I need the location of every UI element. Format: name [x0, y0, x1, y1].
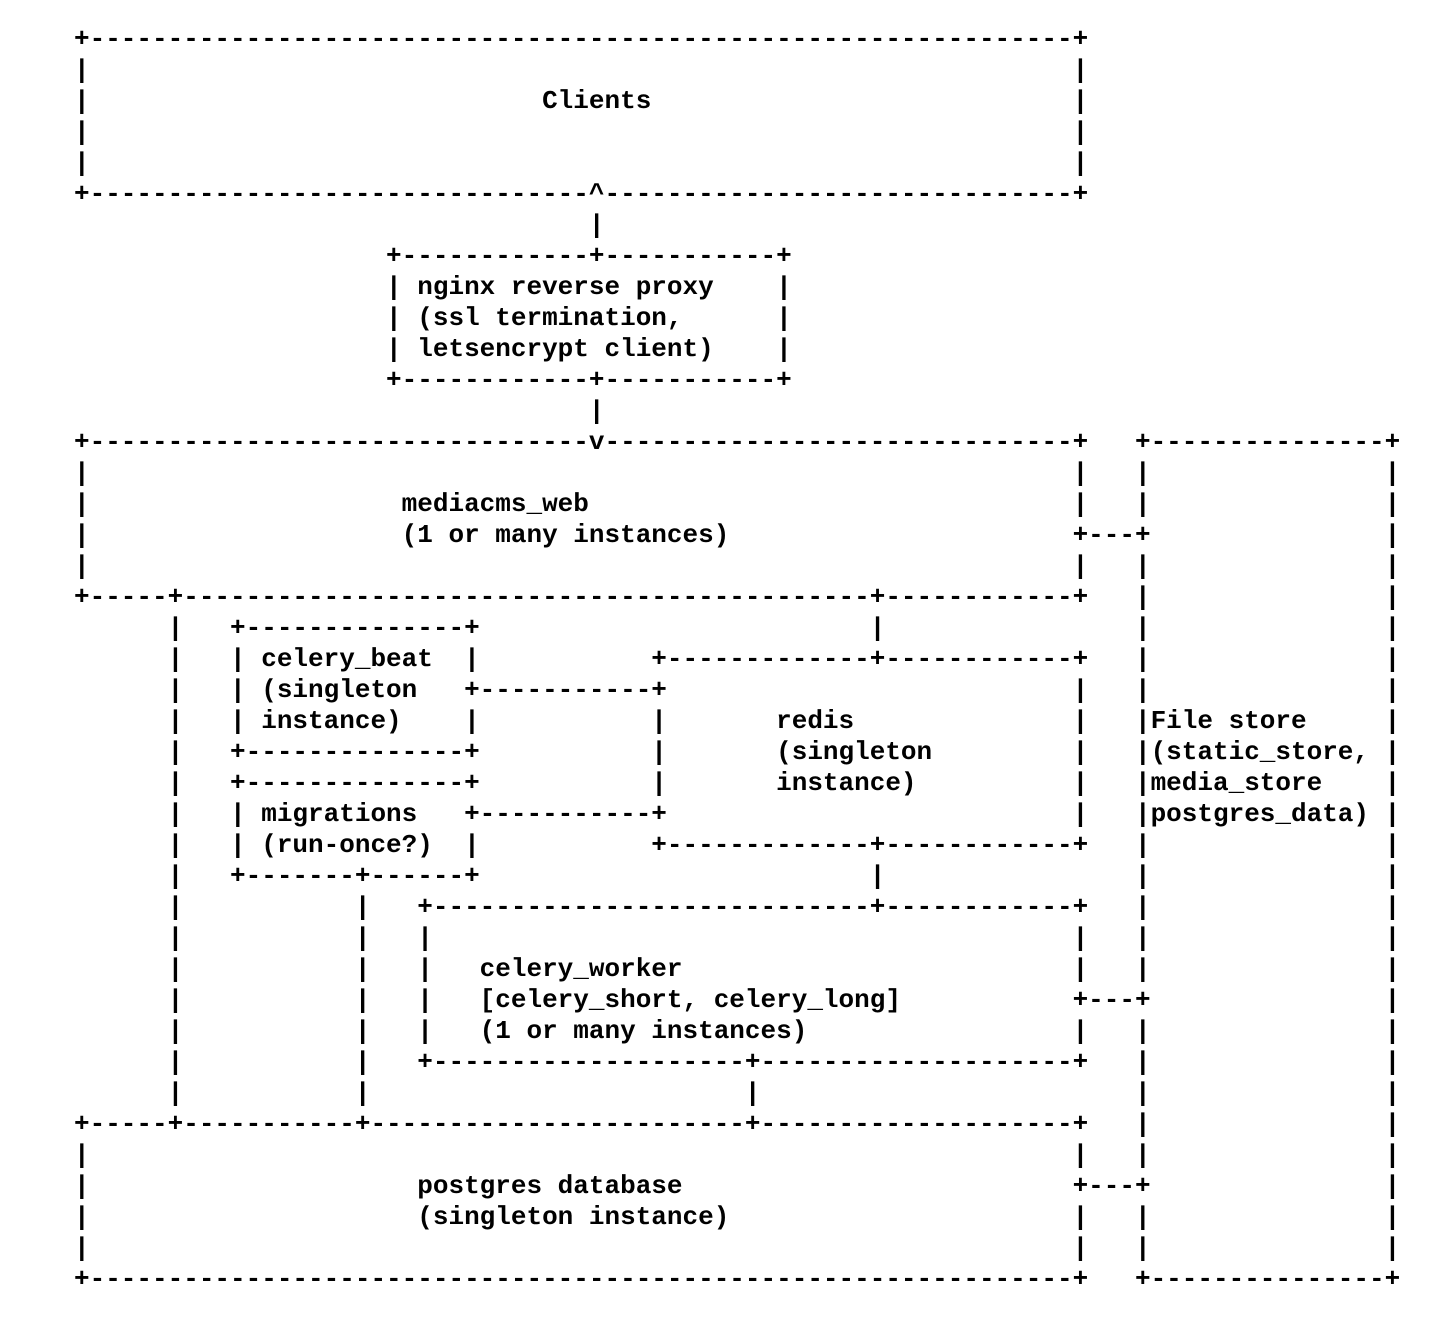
architecture-ascii-diagram: +---------------------------------------…: [74, 24, 1401, 1294]
